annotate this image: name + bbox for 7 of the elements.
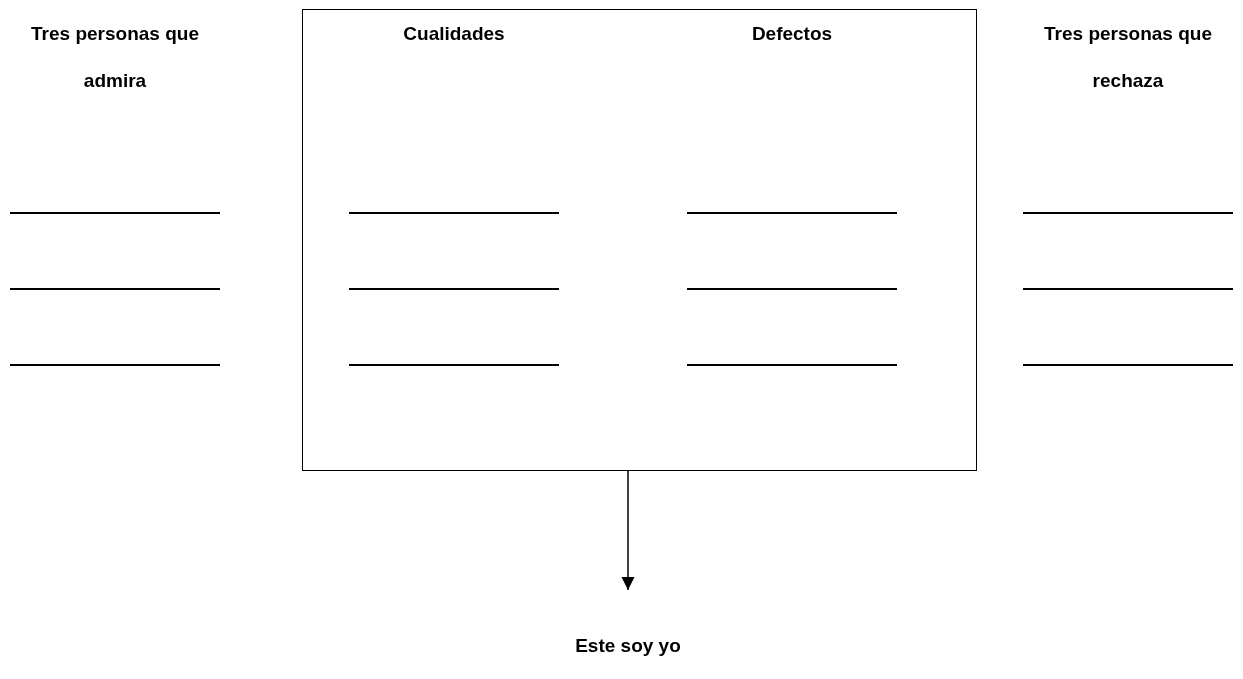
result-text: Este soy yo [574, 634, 682, 658]
column-heading: Tres personas que admira [30, 22, 200, 93]
column-heading: Cualidades [402, 22, 506, 46]
column-heading: Defectos [750, 22, 834, 46]
arrow [621, 470, 635, 591]
worksheet-box [302, 9, 977, 471]
column-heading: Tres personas que rechaza [1043, 22, 1213, 93]
